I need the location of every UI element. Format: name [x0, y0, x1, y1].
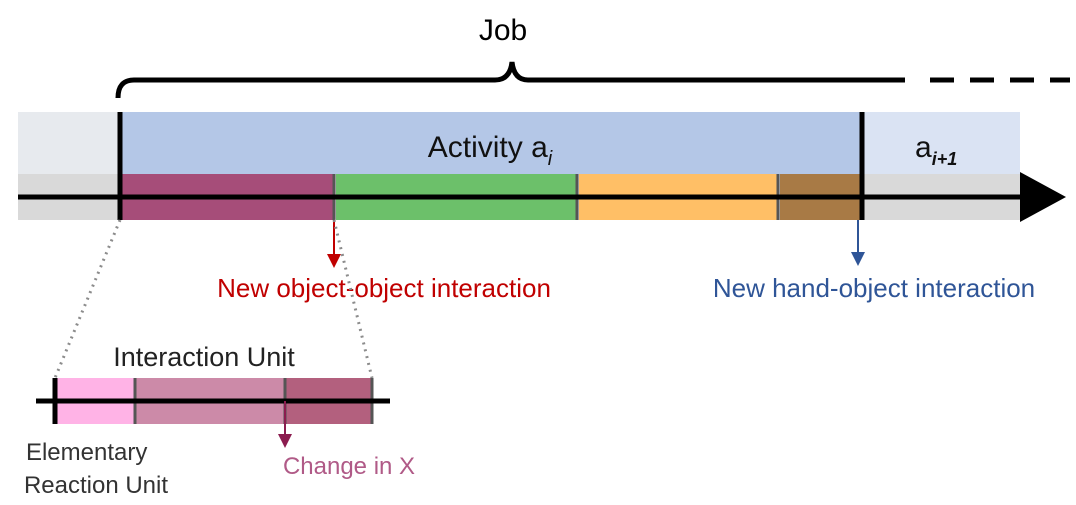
activity-region — [120, 112, 862, 174]
next-activity-region — [862, 112, 1020, 174]
interaction-unit-label: Interaction Unit — [113, 342, 295, 372]
next-activity-label-main: a — [915, 131, 932, 164]
object-object-arrowhead — [327, 254, 341, 268]
job-brace — [115, 61, 1070, 99]
activity-label-main: Activity a — [428, 131, 548, 164]
next-activity-label: ai+1 — [915, 131, 957, 169]
zoom-line-left — [53, 219, 122, 379]
elementary-unit-label-line2: Reaction Unit — [24, 472, 168, 499]
object-object-label: New object-object interaction — [217, 273, 551, 303]
elementary-unit-label: Elementary Reaction Unit — [24, 439, 168, 499]
activity-label-subscript: i — [548, 148, 553, 170]
next-activity-label-subscript: i+1 — [932, 149, 958, 169]
hand-object-label: New hand-object interaction — [713, 273, 1035, 303]
change-arrowhead — [278, 434, 292, 448]
hand-object-arrowhead — [851, 252, 865, 266]
activity-label: Activity ai — [428, 131, 553, 170]
pre-activity-region — [18, 112, 120, 174]
elementary-unit-label-line1: Elementary — [26, 439, 147, 466]
change-label: Change in X — [283, 453, 415, 480]
timeline-arrowhead — [1020, 172, 1066, 222]
job-label: Job — [479, 14, 527, 47]
